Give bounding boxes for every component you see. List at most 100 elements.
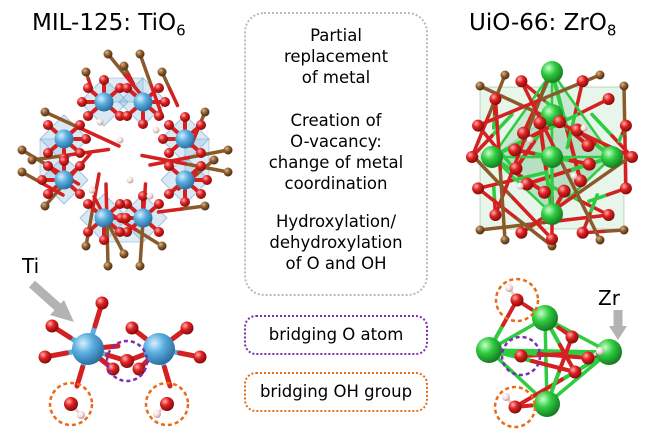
carbon-atom: [119, 249, 129, 259]
bond: [80, 127, 121, 148]
oxygen-atom: [515, 75, 528, 88]
hydrogen-atom: [146, 192, 154, 200]
zirconium-atom: [476, 337, 502, 363]
titanium-atom: [133, 92, 153, 112]
oxygen-atom: [122, 227, 132, 237]
oxygen-atom: [138, 191, 148, 201]
oxygen-atom: [509, 161, 523, 175]
oxygen-atom: [164, 120, 174, 130]
carbon-atom: [40, 201, 50, 211]
panel-line: replacement: [283, 47, 389, 66]
oxygen-atom: [125, 321, 139, 335]
oxygen-atom: [520, 177, 534, 191]
oxygen-atom: [132, 362, 146, 376]
zirconium-atom: [601, 146, 623, 168]
oxygen-atom: [517, 126, 531, 140]
oxygen-atom: [602, 93, 615, 106]
oxygen-atom: [122, 199, 132, 209]
panel-line: O-vacancy:: [290, 132, 382, 151]
oxygen-atom: [99, 235, 109, 245]
oxygen-atom: [508, 400, 522, 414]
zirconium-atom: [541, 146, 563, 168]
panel-line: Creation of: [290, 111, 382, 130]
bridging-oh-marker: [494, 277, 540, 323]
hydrogen-atom: [516, 182, 524, 190]
carbon-atom: [40, 107, 50, 117]
oxygen-atom: [154, 227, 164, 237]
bond: [587, 193, 610, 203]
carbon-atom: [103, 261, 113, 271]
legend-bridging-o-label: bridging O atom: [268, 325, 404, 344]
oxygen-atom: [602, 208, 615, 221]
oxygen-atom: [77, 97, 87, 107]
oxygen-atom: [75, 189, 85, 199]
zr-cluster-atoms: [476, 284, 622, 417]
panel-line: change of metal: [268, 153, 404, 172]
bond: [558, 158, 602, 242]
oxygen-atom: [164, 148, 174, 158]
carbon-atom: [475, 81, 485, 91]
carbon-atom: [27, 155, 37, 165]
oxygen-atom: [95, 296, 109, 310]
bond: [536, 352, 590, 360]
oxygen-atom: [83, 227, 93, 237]
oxygen-atom: [164, 189, 174, 199]
panel-line: of metal: [301, 68, 371, 87]
bond: [590, 112, 614, 138]
partial-replacement-text: Partial replacement of metal: [244, 25, 428, 88]
oxygen-atom: [508, 143, 522, 157]
oxygen-atom: [196, 161, 206, 171]
oxygen-atom: [565, 330, 579, 344]
oxygen-atom: [193, 350, 207, 364]
titanium-atom: [175, 170, 195, 190]
ti-cluster-atoms: [38, 296, 207, 419]
oxygen-atom: [83, 111, 93, 121]
bridging-o-marker: [500, 335, 542, 377]
oxygen-atom: [196, 120, 206, 130]
bond: [40, 181, 65, 197]
carbon-atom: [209, 155, 219, 165]
zirconium-atom: [532, 305, 558, 331]
zirconium-atom: [596, 339, 622, 365]
oxygen-atom: [576, 75, 589, 88]
mil125-title: MIL-125: TiO6: [32, 10, 186, 40]
oxygen-atom: [196, 148, 206, 158]
titanium-atom: [72, 333, 104, 365]
hydrogen-atom: [96, 118, 104, 126]
carbon-atom: [500, 235, 510, 245]
hydrogen-atom: [152, 126, 160, 134]
oxygen-atom: [43, 161, 53, 171]
oxygen-atom: [122, 111, 132, 121]
bond: [476, 98, 541, 128]
bond: [100, 343, 121, 350]
carbon-atom: [119, 61, 129, 71]
oxygen-atom: [626, 151, 638, 163]
bond: [74, 365, 85, 389]
bridging-o-marker: [105, 339, 149, 383]
bond: [183, 162, 230, 174]
bridging-oh-marker: [493, 385, 537, 429]
bond: [490, 112, 514, 138]
oxygen-atom: [164, 161, 174, 171]
oxygen-atom: [120, 354, 134, 368]
titanium-atom: [143, 333, 175, 365]
oxygen-atom: [43, 189, 53, 199]
bond: [140, 153, 187, 166]
oxygen-atom: [64, 397, 78, 411]
bond: [476, 186, 517, 219]
oxygen-atom: [489, 93, 502, 106]
mechanism-box: [244, 12, 428, 296]
oxygen-atom: [122, 83, 132, 93]
bridging-oh-marker: [144, 381, 190, 427]
hydrogen-atom: [77, 411, 85, 419]
carbon-atom: [17, 145, 27, 155]
carbon-atom: [475, 225, 485, 235]
oxygen-atom: [466, 151, 478, 163]
oxygen-atom: [557, 184, 571, 198]
bond: [530, 359, 577, 374]
titanium-atom: [94, 208, 114, 228]
hydroxylation-text: Hydroxylation/ dehydroxylation of O and …: [244, 211, 428, 274]
carbon-atom: [81, 241, 91, 251]
carbon-atom: [223, 145, 233, 155]
oxygen-atom: [115, 111, 125, 121]
